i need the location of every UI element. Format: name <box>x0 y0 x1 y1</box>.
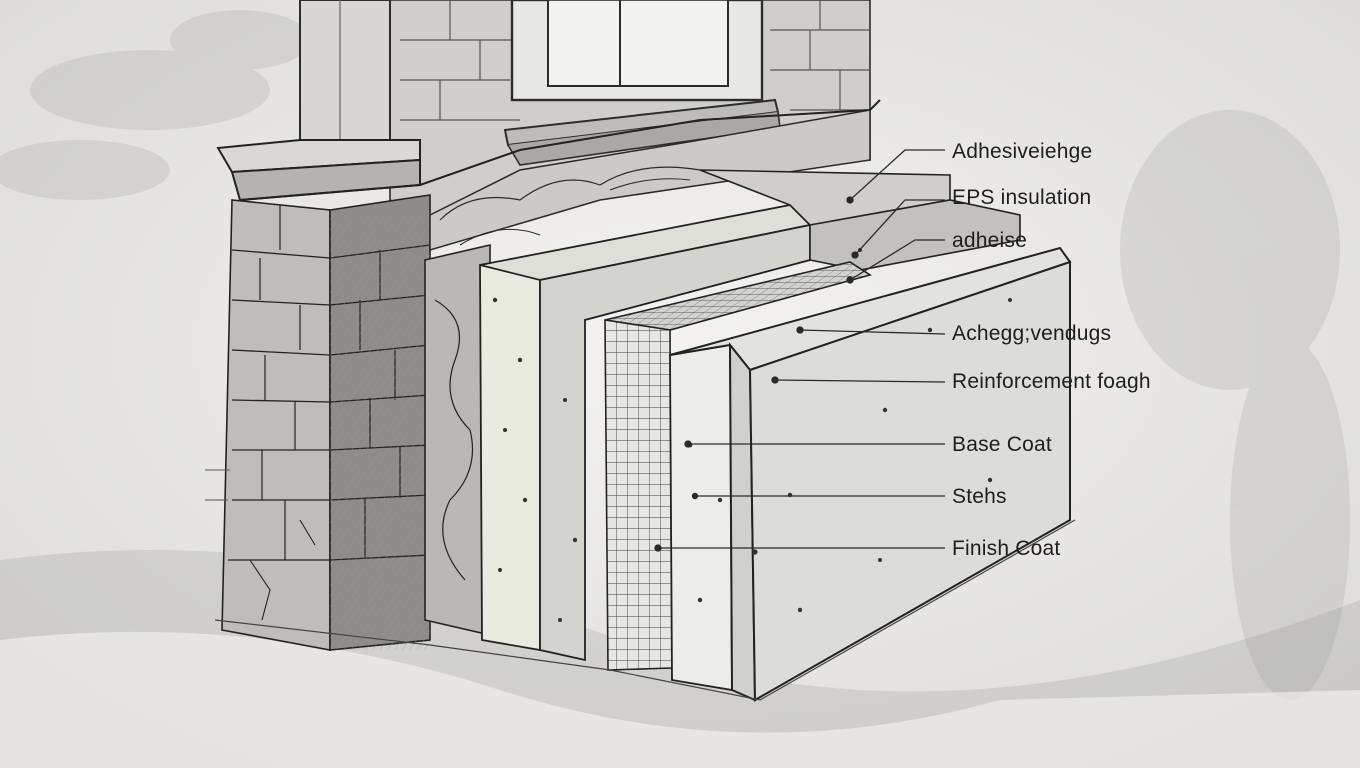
label-stehs: Stehs <box>952 485 1007 508</box>
ground-line <box>214 519 1076 701</box>
label-adheise: adheise <box>952 229 1027 252</box>
leader-adheise <box>849 239 945 281</box>
pilaster <box>299 0 391 141</box>
layer-base-coat <box>669 343 733 692</box>
stone-pier <box>221 194 431 651</box>
cornice <box>216 99 881 202</box>
layer-eps <box>479 204 812 662</box>
label-eps-insulation: EPS insulation <box>952 186 1092 209</box>
label-achegg-vendugs: Achegg;vendugs <box>952 322 1112 345</box>
window-glass <box>547 0 729 87</box>
leader-adhesive-hedge <box>849 149 945 201</box>
leader-reinforcement <box>774 379 946 383</box>
base-coat-front <box>669 343 733 692</box>
layer-mesh <box>604 261 872 671</box>
eps-front <box>479 253 541 652</box>
finish-face <box>748 260 1071 702</box>
label-base-coat: Base Coat <box>952 433 1052 456</box>
label-finish-coat: Finish Coat <box>952 537 1061 560</box>
ground-light <box>0 631 1360 768</box>
mesh-front <box>604 319 673 671</box>
top-ledge <box>699 169 1021 271</box>
leader-achegg <box>799 329 946 335</box>
label-reinforcement-foagh: Reinforcement foagh <box>952 370 1151 393</box>
render-band <box>429 109 871 252</box>
leader-lines <box>654 149 946 552</box>
layer-finish-coat <box>669 246 1072 702</box>
label-adhesive-hedge: Adhesiveiehge <box>952 140 1093 163</box>
leader-eps-insulation <box>854 199 945 256</box>
tree-shadow <box>0 10 1350 700</box>
pier-face-front <box>221 199 331 651</box>
